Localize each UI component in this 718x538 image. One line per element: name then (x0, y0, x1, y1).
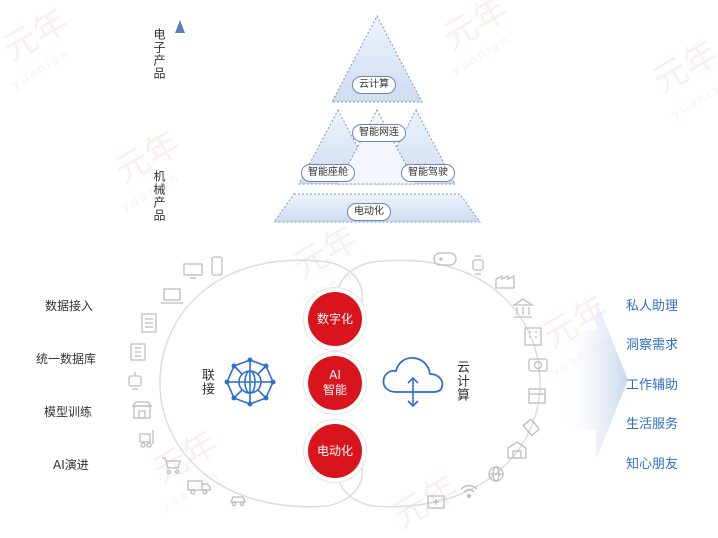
checklist-icon (141, 313, 157, 333)
ai-circle: AI 智能 (308, 356, 362, 410)
warehouse-icon (507, 441, 527, 459)
electrify-circle: 电动化 (308, 424, 362, 478)
usb-stick-icon (522, 418, 541, 436)
building-icon (130, 343, 146, 361)
connect-label: 联接 (199, 368, 214, 396)
right-arrow-shape (560, 300, 628, 460)
ai-circle-line1: AI (329, 368, 341, 382)
store-icon (131, 401, 153, 419)
box-icon (528, 388, 546, 404)
right-item-personal-assistant: 私人助理 (626, 299, 679, 314)
gamepad-icon (433, 252, 457, 266)
factory-icon (495, 274, 515, 289)
truck-icon (187, 480, 211, 495)
car-icon (230, 496, 246, 507)
left-item-model-training: 模型训练 (44, 405, 93, 419)
laptop-icon (161, 288, 183, 304)
right-item-work-assist: 工作辅助 (626, 378, 679, 393)
wifi-icon (460, 484, 478, 499)
axis-bottom-label: 机械产品 (152, 170, 166, 222)
digitalization-circle: 数字化 (308, 292, 362, 346)
phone-icon (211, 256, 223, 276)
monitor-icon (183, 263, 203, 279)
right-item-insight-needs: 洞察需求 (626, 338, 679, 353)
cart-icon (162, 457, 181, 475)
left-item-data-access: 数据接入 (45, 299, 94, 313)
ai-circle-line2: 智能 (322, 383, 347, 397)
watermark-text: yuanian (668, 76, 718, 123)
pyramid-cockpit-label: 智能座舱 (301, 164, 355, 182)
pyramid-driving-label: 智能驾驶 (401, 164, 455, 182)
network-globe-icon (224, 357, 276, 407)
bank-icon (512, 298, 534, 318)
right-item-bosom-friend: 知心朋友 (626, 457, 679, 472)
office-building-icon (524, 327, 542, 346)
globe-icon (488, 466, 504, 482)
camera-icon (528, 358, 548, 372)
pyramid-electrify-label: 电动化 (347, 203, 391, 221)
watch-icon (472, 255, 484, 275)
vertical-axis-arrow (175, 20, 185, 223)
left-item-unified-database: 统一数据库 (36, 352, 97, 366)
robot-icon (128, 372, 142, 390)
pyramid-cloud-label: 云计算 (352, 76, 396, 94)
pyramid (273, 14, 481, 223)
axis-top-label: 电子产品 (152, 28, 166, 80)
left-item-ai-evolution: AI演进 (53, 458, 89, 472)
right-item-life-service: 生活服务 (626, 417, 679, 432)
cloud-upload-icon (382, 357, 444, 408)
medical-kit-icon (427, 495, 445, 509)
watermark-text: yuanian (8, 46, 74, 93)
cloud-computing-label: 云计算 (454, 360, 469, 402)
forklift-icon (139, 430, 154, 448)
pyramid-network-label: 智能网连 (352, 124, 406, 142)
